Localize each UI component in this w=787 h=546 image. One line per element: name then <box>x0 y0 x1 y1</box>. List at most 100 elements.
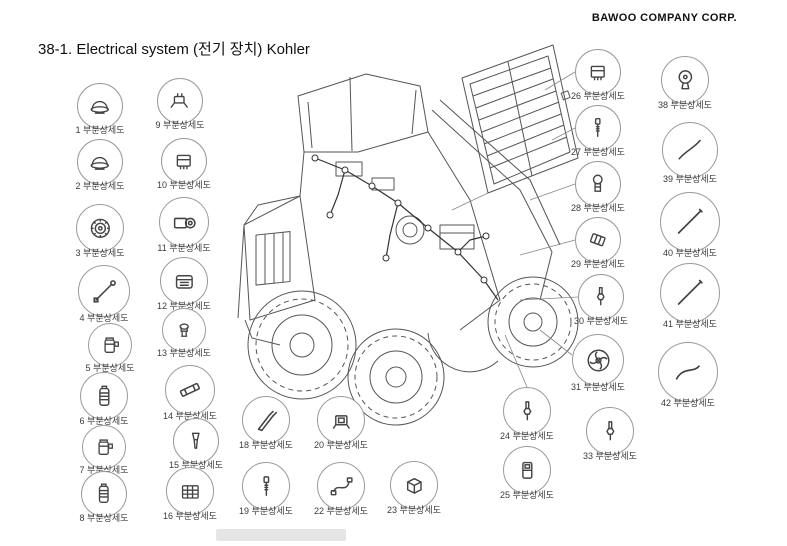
callout-label: 9 부분상세도 <box>155 120 205 130</box>
part-icon <box>673 205 707 239</box>
callout-label: 10 부분상세도 <box>157 180 211 190</box>
part-icon <box>171 268 198 295</box>
part-callout: 33 부분상세도 <box>583 407 637 461</box>
callout-label: 3 부분상세도 <box>75 248 125 258</box>
part-callout: 40 부분상세도 <box>660 192 720 258</box>
part-icon <box>585 227 611 253</box>
part-callout: 22 부분상세도 <box>314 462 368 516</box>
part-callout: 42 부분상세도 <box>658 342 718 408</box>
part-icon <box>87 93 113 119</box>
part-icon <box>90 277 119 306</box>
callout-label: 2 부분상세도 <box>75 181 125 191</box>
part-callout: 11 부분상세도 <box>157 197 211 253</box>
callout-label: 11 부분상세도 <box>157 243 211 253</box>
part-callout: 5 부분상세도 <box>86 323 134 373</box>
part-icon <box>91 481 117 507</box>
callout-label: 25 부분상세도 <box>500 490 554 500</box>
part-icon <box>328 407 355 434</box>
callout-label: 15 부분상세도 <box>169 460 223 470</box>
part-callout: 14 부분상세도 <box>163 365 217 421</box>
callout-label: 31 부분상세도 <box>571 382 625 392</box>
part-icon <box>171 148 197 174</box>
callout-label: 33 부분상세도 <box>583 451 637 461</box>
part-icon <box>674 134 705 165</box>
part-callout: 18 부분상세도 <box>239 396 293 450</box>
callout-label: 28 부분상세도 <box>571 203 625 213</box>
callout-label: 8 부분상세도 <box>79 513 129 523</box>
part-icon <box>401 472 428 499</box>
part-icon <box>253 473 280 500</box>
callout-label: 27 부분상세도 <box>571 147 625 157</box>
part-callout: 31 부분상세도 <box>571 334 625 392</box>
callout-label: 38 부분상세도 <box>658 100 712 110</box>
part-callout: 29 부분상세도 <box>571 217 625 269</box>
part-icon <box>170 208 198 236</box>
part-icon <box>172 318 196 342</box>
company-name: BAWOO COMPANY CORP. <box>591 12 737 24</box>
callout-label: 23 부분상세도 <box>387 505 441 515</box>
part-icon <box>328 473 355 500</box>
callout-label: 20 부분상세도 <box>314 440 368 450</box>
callout-label: 14 부분상세도 <box>163 411 217 421</box>
part-icon <box>176 376 204 404</box>
callout-label: 29 부분상세도 <box>571 259 625 269</box>
callout-label: 4 부분상세도 <box>79 313 129 323</box>
part-callout: 15 부분상세도 <box>169 418 223 470</box>
part-callout: 7 부분상세도 <box>80 425 128 475</box>
part-icon <box>177 478 204 505</box>
callout-label: 22 부분상세도 <box>314 506 368 516</box>
callout-label: 18 부분상세도 <box>239 440 293 450</box>
callout-label: 1 부분상세도 <box>75 125 125 135</box>
part-callout: 8 부분상세도 <box>80 471 128 523</box>
callout-label: 26 부분상세도 <box>571 91 625 101</box>
part-callout: 20 부분상세도 <box>314 396 368 450</box>
part-icon <box>585 59 611 85</box>
bottom-gray-bar <box>216 529 346 541</box>
callout-label: 24 부분상세도 <box>500 431 554 441</box>
part-callout: 3 부분상세도 <box>76 204 124 258</box>
part-callout: 26 부분상세도 <box>571 49 625 101</box>
part-callout: 10 부분상세도 <box>157 138 211 190</box>
part-icon <box>514 457 541 484</box>
part-icon <box>87 149 113 175</box>
part-callout: 25 부분상세도 <box>500 446 554 500</box>
callout-label: 16 부분상세도 <box>163 511 217 521</box>
callout-label: 5 부분상세도 <box>85 363 135 373</box>
part-callout: 38 부분상세도 <box>658 56 712 110</box>
part-callout: 9 부분상세도 <box>156 78 204 130</box>
part-callout: 16 부분상세도 <box>163 467 217 521</box>
callout-label: 12 부분상세도 <box>157 301 211 311</box>
callout-label: 30 부분상세도 <box>574 316 628 326</box>
part-icon <box>87 215 114 242</box>
part-callout: 1 부분상세도 <box>76 83 124 135</box>
callout-label: 6 부분상세도 <box>79 416 129 426</box>
callout-label: 41 부분상세도 <box>663 319 717 329</box>
part-callout: 28 부분상세도 <box>571 161 625 213</box>
part-icon <box>672 67 699 94</box>
part-icon <box>584 346 613 375</box>
part-callout: 6 부분상세도 <box>80 372 128 426</box>
part-icon <box>91 383 118 410</box>
part-callout: 12 부분상세도 <box>157 257 211 311</box>
part-icon <box>597 418 624 445</box>
callout-label: 7 부분상세도 <box>79 465 129 475</box>
part-callout: 27 부분상세도 <box>571 105 625 157</box>
part-icon <box>167 88 193 114</box>
part-callout: 24 부분상세도 <box>500 387 554 441</box>
part-icon <box>92 435 116 459</box>
part-callout: 30 부분상세도 <box>574 274 628 326</box>
part-icon <box>585 171 611 197</box>
part-icon <box>588 284 614 310</box>
part-icon <box>585 115 611 141</box>
callout-label: 13 부분상세도 <box>157 348 211 358</box>
part-icon <box>673 276 707 310</box>
callout-label: 42 부분상세도 <box>661 398 715 408</box>
part-icon <box>183 428 209 454</box>
part-callout: 4 부분상세도 <box>78 265 130 323</box>
part-icon <box>671 355 705 389</box>
callout-label: 39 부분상세도 <box>663 174 717 184</box>
part-callout: 23 부분상세도 <box>387 461 441 515</box>
callout-label: 40 부분상세도 <box>663 248 717 258</box>
